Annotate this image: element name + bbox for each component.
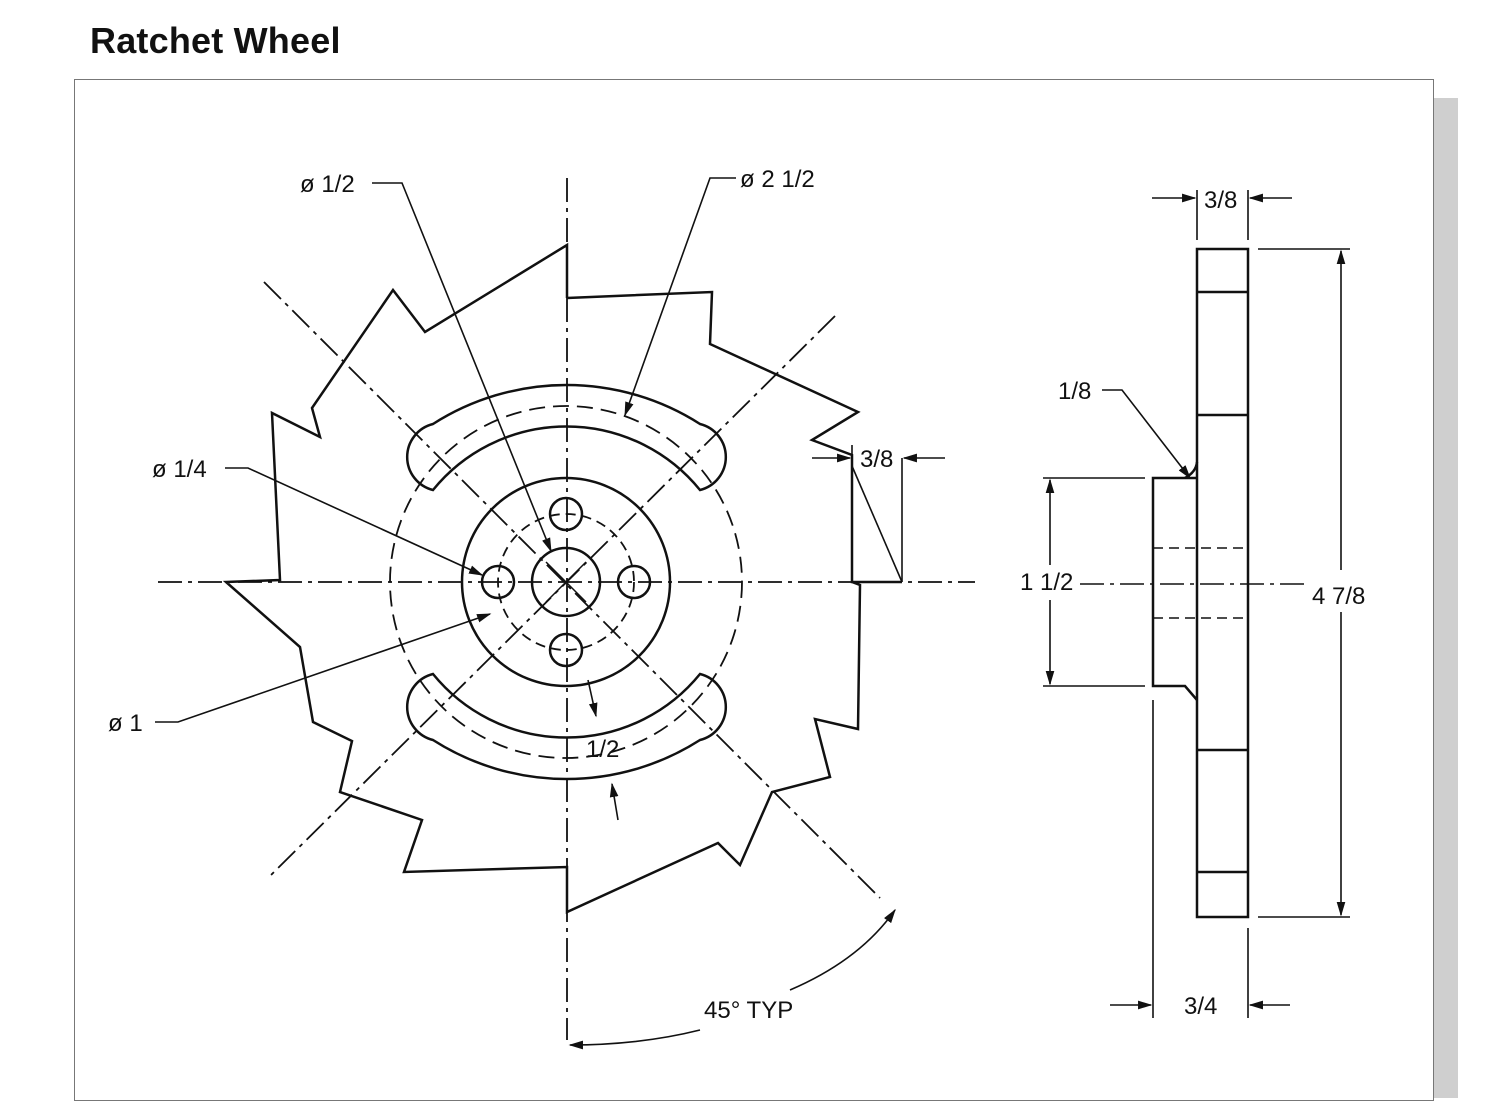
label-angle-typ: 45° TYP [704,997,793,1024]
label-three-eighths-side: 3/8 [1204,187,1237,214]
label-three-eighths-front: 3/8 [860,446,893,473]
front-leaders [155,177,945,1050]
bolt-hole-right [616,564,652,600]
page-title: Ratchet Wheel [90,20,341,61]
side-view [1151,247,1250,919]
bolt-hole-bottom [548,632,584,668]
label-half-slot: 1/2 [586,736,619,763]
label-three-quarter: 3/4 [1184,993,1217,1020]
slot-pitch-circle [389,405,743,759]
bolt-hole-top [548,496,584,532]
bolt-hole-left [480,564,516,600]
label-dia-one: ø 1 [108,710,143,737]
label-four-seven-eighths: 4 7/8 [1312,583,1365,610]
hub-circle [460,476,672,688]
label-dia-quarter: ø 1/4 [152,456,207,483]
side-dimensions [1043,190,1350,1018]
center-bore [530,546,602,618]
lower-slot [406,672,727,781]
label-dia-half: ø 1/2 [300,171,355,198]
upper-slot [406,383,727,492]
label-one-and-half: 1 1/2 [1020,569,1073,596]
side-hidden-lines [1153,547,1248,619]
label-dia-two-half: ø 2 1/2 [740,166,815,193]
hole-pitch-circle [497,513,635,651]
label-one-eighth: 1/8 [1058,378,1091,405]
